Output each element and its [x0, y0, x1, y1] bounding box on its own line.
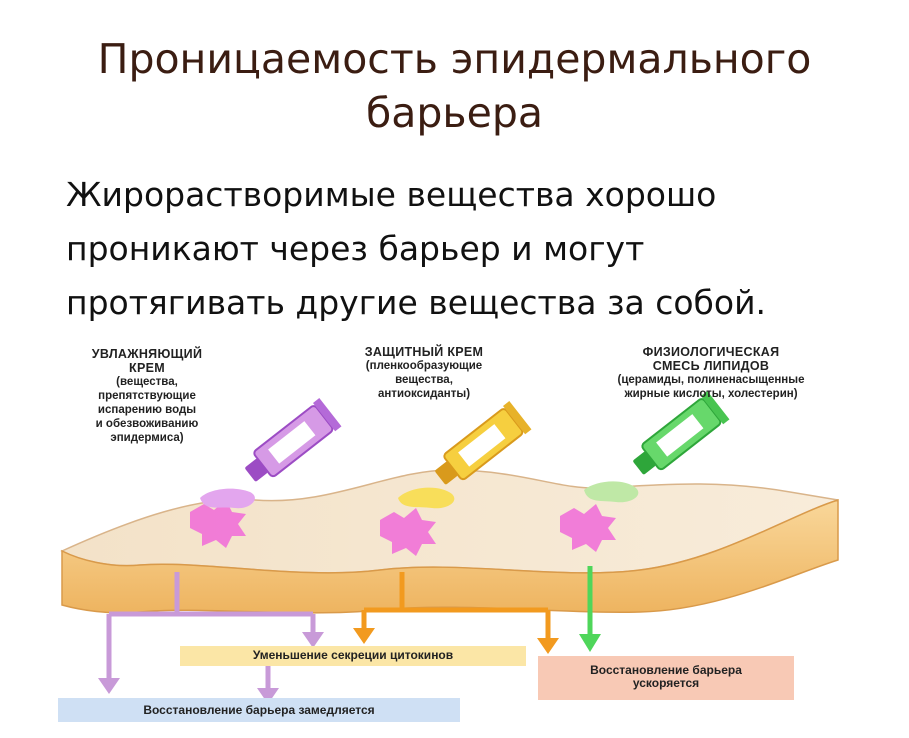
arrow-head-orange-right [537, 638, 559, 654]
tube-moisturizer-icon [245, 398, 342, 482]
box-cytokines [180, 646, 526, 666]
label-moisturizer-desc-5: эпидермиса) [110, 432, 184, 444]
label-moisturizer-desc-3: испарению воды [97, 404, 197, 416]
label-moisturizer-name-2: КРЕМ [129, 361, 165, 375]
label-lipids-desc-2: жирные кислоты, холестерин) [624, 388, 798, 400]
cream-blob-green [584, 481, 639, 503]
tube-lipids-icon [633, 391, 730, 475]
label-lipids-name-2: СМЕСЬ ЛИПИДОВ [652, 359, 770, 373]
label-lipids-desc-1: (церамиды, полиненасыщенные [617, 374, 805, 386]
label-lipids: ФИЗИОЛОГИЧЕСКАЯ СМЕСЬ ЛИПИДОВ (церамиды,… [546, 345, 876, 401]
label-protective-desc-1: (пленкообразующие [365, 360, 483, 372]
arrow-head-purple-bottom [257, 688, 279, 704]
subtitle-line-1: Жирорастворимые вещества хорошо [66, 175, 717, 214]
title-line-2: барьера [366, 89, 543, 137]
arrow-head-purple-right [302, 632, 324, 648]
arrow-moisturizer [106, 572, 316, 680]
label-protective-desc-2: вещества, [395, 374, 453, 386]
title-line-1: Проницаемость эпидермального [97, 35, 812, 83]
outcome-barrier-slower: Восстановление барьера замедляется [143, 703, 375, 717]
outcome-barrier-faster: Восстановление барьера ускоряется [538, 664, 794, 690]
tube-protective-icon [435, 401, 532, 485]
splash-moisturizer [190, 500, 246, 548]
cream-blob-purple [200, 488, 255, 509]
box-barrier-slower [58, 698, 460, 722]
arrow-head-purple-left [98, 678, 120, 694]
outcome-cytokines: Уменьшение секреции цитокинов [252, 648, 454, 662]
label-moisturizer-desc-2: препятствующие [98, 390, 196, 402]
splash-protective [380, 508, 436, 556]
outcome-barrier-faster-line-1: Восстановление барьера [590, 663, 742, 677]
subtitle-line-3: протягивать другие вещества за собой. [66, 283, 767, 322]
label-moisturizer-desc-1: (вещества, [116, 376, 178, 388]
label-protective-name-1: ЗАЩИТНЫЙ КРЕМ [364, 345, 484, 359]
page-title: Проницаемость эпидермального барьера [0, 32, 909, 140]
label-moisturizer-desc-4: и обезвоживанию [95, 418, 199, 430]
label-moisturizer: УВЛАЖНЯЮЩИЙ КРЕМ (вещества, препятствующ… [62, 347, 232, 445]
arrow-head-orange-left [353, 628, 375, 644]
box-barrier-faster [538, 656, 794, 700]
arrow-protective [361, 572, 551, 640]
label-moisturizer-name-1: УВЛАЖНЯЮЩИЙ [91, 347, 203, 361]
subtitle-line-2: проникают через барьер и могут [66, 229, 645, 268]
label-protective: ЗАЩИТНЫЙ КРЕМ (пленкообразующие вещества… [334, 345, 514, 401]
splash-lipids [560, 504, 616, 552]
arrow-head-green [579, 634, 601, 652]
subtitle: Жирорастворимые вещества хорошо проникаю… [66, 168, 866, 330]
label-lipids-name-1: ФИЗИОЛОГИЧЕСКАЯ [642, 345, 780, 359]
cream-blob-yellow [398, 487, 455, 509]
label-protective-desc-3: антиоксиданты) [377, 388, 471, 400]
outcome-barrier-faster-line-2: ускоряется [632, 676, 700, 690]
